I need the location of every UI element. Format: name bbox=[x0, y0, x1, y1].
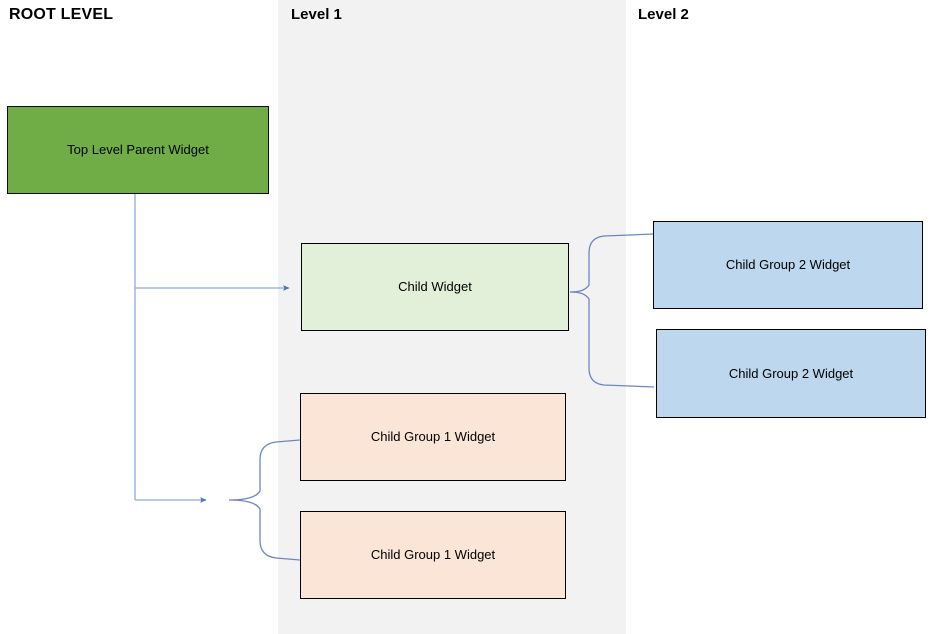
lane-label-root: ROOT LEVEL bbox=[9, 6, 114, 23]
node-top-level-parent-widget[interactable]: Top Level Parent Widget bbox=[7, 106, 269, 194]
node-label: Child Group 1 Widget bbox=[370, 429, 496, 445]
node-label: Child Widget bbox=[398, 279, 472, 295]
node-child-group-2-widget-b[interactable]: Child Group 2 Widget bbox=[656, 329, 926, 418]
brace-group2 bbox=[569, 233, 655, 388]
node-label: Child Group 2 Widget bbox=[728, 365, 854, 381]
node-child-group-1-widget-a[interactable]: Child Group 1 Widget bbox=[300, 393, 566, 481]
brace-group1 bbox=[228, 439, 301, 561]
node-child-group-2-widget-a[interactable]: Child Group 2 Widget bbox=[653, 221, 923, 309]
lane-label-level-2: Level 2 bbox=[638, 6, 689, 23]
node-child-group-1-widget-b[interactable]: Child Group 1 Widget bbox=[300, 511, 566, 599]
node-label: Child Group 1 Widget bbox=[370, 547, 496, 563]
node-label: Child Group 2 Widget bbox=[725, 257, 851, 273]
lane-label-level-1: Level 1 bbox=[291, 6, 342, 23]
node-child-widget[interactable]: Child Widget bbox=[301, 243, 569, 331]
node-label: Top Level Parent Widget bbox=[67, 142, 209, 158]
